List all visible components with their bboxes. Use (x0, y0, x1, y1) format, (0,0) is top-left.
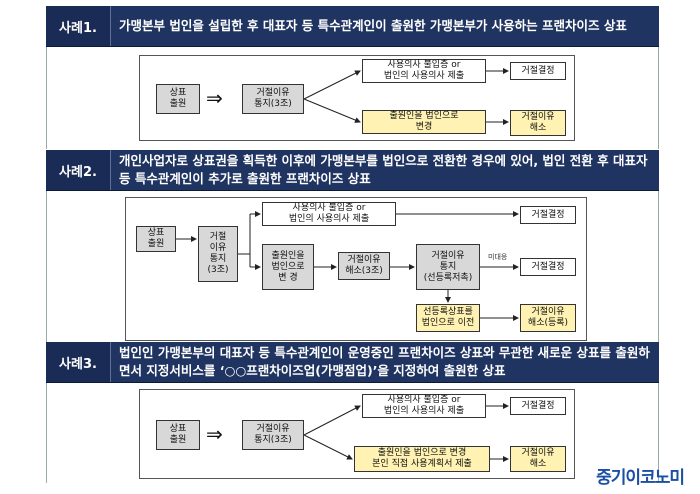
case-2-arrows (176, 211, 519, 321)
case-2-refusal-box: 거절 이유 통지 (3조) (198, 226, 238, 282)
case-2-description: 개인사업자로 상표권을 획득한 이후에 가맹본부를 법인으로 전환한 경우에 있… (119, 153, 648, 186)
case-2-label: 사례2. (46, 150, 111, 190)
case-3-result-resolved: 거절이유 해소 (510, 446, 566, 472)
case-2-mark-box: 상표 출원 (136, 226, 176, 252)
case-1-diagram-area: 상표 출원 ⇒ 거절이유 통지(3조) 사용의사 불입증 or 법인의 사용의사… (46, 47, 659, 149)
case-3-double-arrow: ⇒ (206, 422, 223, 446)
case-3-description: 법인인 가맹본부의 대표자 등 특수관계인이 운영중인 프랜차이즈 상표와 무관… (119, 345, 650, 378)
case-2-top-box: 사용의사 불입증 or 법인의 사용의사 제출 (262, 202, 396, 226)
case-1-diagram: 상표 출원 ⇒ 거절이유 통지(3조) 사용의사 불입증 or 법인의 사용의사… (139, 55, 575, 141)
case-3-mark-box: 상표 출원 (156, 420, 200, 450)
case-3-header: 사례3. 법인인 가맹본부의 대표자 등 특수관계인이 운영중인 프랜차이즈 상… (46, 342, 659, 383)
case-1-label: 사례1. (46, 6, 111, 46)
case-3-refusal-box: 거절이유 통지(3조) (242, 420, 304, 450)
case-3-diagram: 상표 출원 ⇒ 거절이유 통지(3조) 사용의사 불입증 or 법인의 사용의사… (139, 389, 575, 479)
case-1-double-arrow: ⇒ (206, 86, 223, 110)
case-2-header: 사례2. 개인사업자로 상표권을 획득한 이후에 가맹본부를 법인으로 전환한 … (46, 150, 659, 191)
case-1-result-rejection: 거절결정 (510, 62, 566, 80)
case-2-note: 미대응 (488, 253, 508, 261)
case-3-bottom-box: 출원인을 법인으로 변경 본인 직접 사용계획서 제출 (354, 446, 490, 472)
case-3-diagram-area: 상표 출원 ⇒ 거절이유 통지(3조) 사용의사 불입증 or 법인의 사용의사… (46, 383, 659, 483)
case-2-result-rejection-2: 거절결정 (520, 258, 576, 276)
case-3-label: 사례3. (46, 342, 111, 382)
case-1-refusal-box: 거절이유 통지(3조) (242, 84, 304, 114)
case-3-arrows (303, 403, 509, 462)
case-1-arrows (303, 68, 509, 125)
case-1-result-resolved: 거절이유 해소 (510, 110, 566, 136)
case-2-diagram-area: 상표 출원 거절 이유 통지 (3조) 사용의사 불입증 or 법인의 사용의사… (46, 191, 659, 343)
case-2-result-registered: 거절이유 해소(등록) (520, 304, 576, 332)
case-1-section: 사례1. 가맹본부 법인을 설립한 후 대표자 등 특수관계인이 출원한 가맹본… (46, 6, 659, 149)
case-2-result-rejection-1: 거절결정 (520, 206, 576, 224)
case-3-top-box: 사용의사 불입증 or 법인의 사용의사 제출 (362, 394, 486, 418)
case-2-change-box: 출원인을 법인으로 변 경 (262, 244, 314, 290)
watermark-logo: 중기이코노미 (596, 468, 685, 488)
case-2-prior-box: 선등록상표를 법인으로 이전 (416, 304, 480, 332)
case-3-section: 사례3. 법인인 가맹본부의 대표자 등 특수관계인이 운영중인 프랜차이즈 상… (46, 342, 659, 483)
case-2-resolve-box: 거절이유 해소(3조) (338, 252, 390, 280)
case-1-top-box: 사용의사 불입증 or 법인의 사용의사 제출 (362, 59, 486, 83)
case-2-refusal2-box: 거절이유 통지 (선등록저촉) (416, 244, 480, 290)
case-1-bottom-box: 출원인을 법인으로 변경 (362, 110, 486, 134)
case-3-result-rejection: 거절결정 (510, 397, 566, 415)
case-1-header: 사례1. 가맹본부 법인을 설립한 후 대표자 등 특수관계인이 출원한 가맹본… (46, 6, 659, 47)
case-1-description: 가맹본부 법인을 설립한 후 대표자 등 특수관계인이 출원한 가맹본부가 사용… (119, 18, 627, 33)
case-2-section: 사례2. 개인사업자로 상표권을 획득한 이후에 가맹본부를 법인으로 전환한 … (46, 150, 659, 343)
case-2-diagram: 상표 출원 거절 이유 통지 (3조) 사용의사 불입증 or 법인의 사용의사… (125, 197, 587, 341)
case-1-mark-box: 상표 출원 (156, 84, 200, 114)
